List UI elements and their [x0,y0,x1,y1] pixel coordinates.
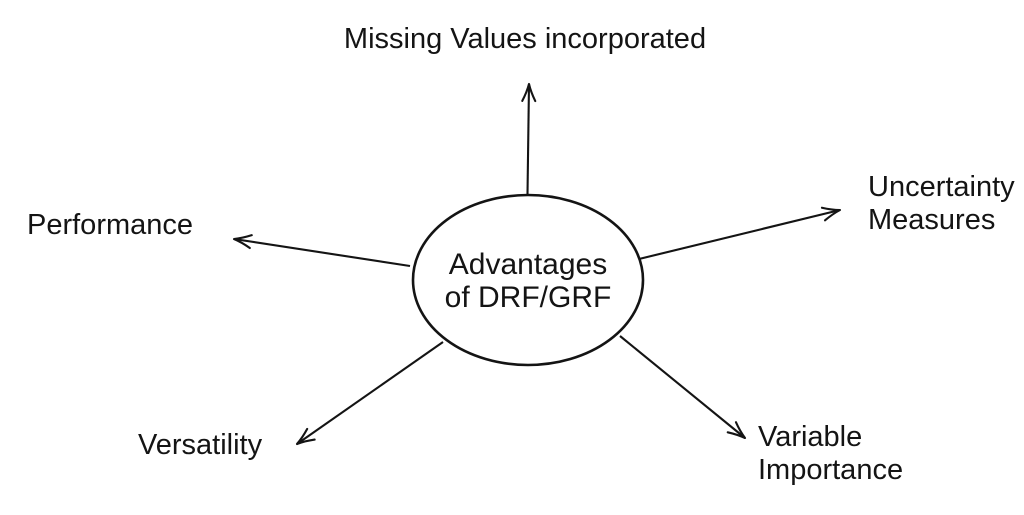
spoke-label-versatility: Versatility [138,429,263,461]
center-node-line-1: Advantages [448,248,608,281]
spoke-label-missing-values: Missing Values incorporated [343,23,707,55]
arrow-variable-importance [619,335,747,440]
center-node-label: Advantages of DRF/GRF [445,248,612,314]
center-ellipse [411,193,645,367]
spoke-label-uncertainty-measures: Uncertainty Measures [868,171,1015,236]
arrow-versatility [295,341,444,446]
spoke-label-variable-importance: Variable Importance [758,421,904,486]
arrow-missing-values [521,82,537,195]
spoke-label-performance: Performance [27,209,194,241]
center-node-line-2: of DRF/GRF [444,281,612,314]
arrow-performance [232,234,411,268]
arrow-uncertainty-measures [638,206,842,261]
